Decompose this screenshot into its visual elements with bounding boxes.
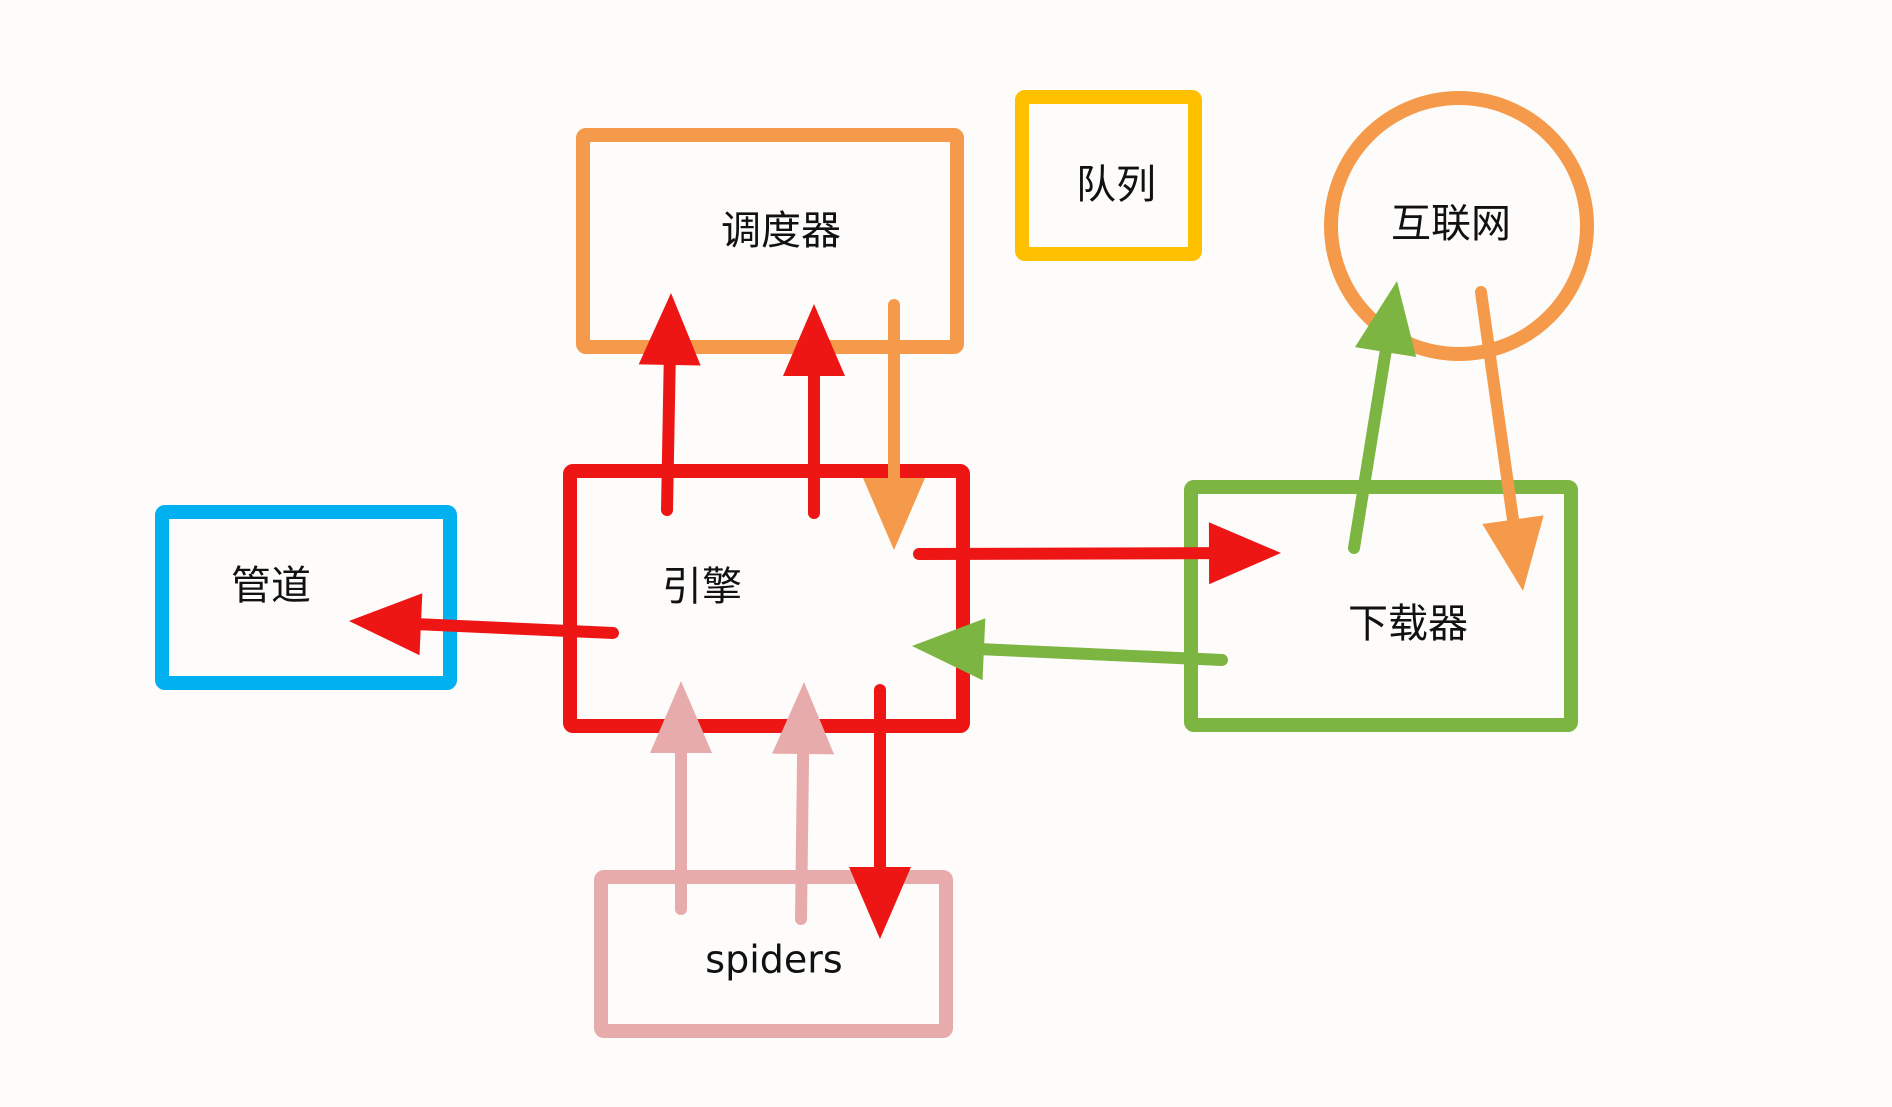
arrowhead bbox=[912, 618, 986, 681]
arrowhead bbox=[349, 593, 423, 656]
arrow-engine-to-scheduler-2 bbox=[783, 304, 845, 519]
arrow-downloader-to-internet bbox=[1348, 281, 1417, 554]
arrow-engine-to-downloader bbox=[913, 522, 1281, 585]
spiders-label: spiders bbox=[705, 938, 842, 982]
nodes-layer bbox=[155, 90, 1594, 1038]
arrowhead bbox=[863, 478, 925, 550]
arrow-engine-to-pipeline bbox=[349, 593, 619, 656]
arrowhead bbox=[1354, 281, 1417, 358]
arrowhead bbox=[783, 304, 845, 376]
downloader-label: 下载器 bbox=[1348, 601, 1468, 647]
arrow-shaft bbox=[661, 352, 676, 516]
engine-box bbox=[563, 464, 970, 733]
arrow-scheduler-to-engine bbox=[863, 299, 925, 550]
pipeline-label: 管道 bbox=[231, 563, 311, 609]
internet-circle bbox=[1324, 91, 1594, 361]
downloader-box bbox=[1184, 480, 1578, 732]
arrow-spiders-to-engine-1 bbox=[650, 681, 712, 915]
arrow-shaft bbox=[408, 617, 619, 639]
arrow-engine-to-scheduler-1 bbox=[638, 293, 701, 516]
arrow-shaft bbox=[795, 741, 810, 925]
arrowhead bbox=[849, 867, 911, 939]
arrow-shaft bbox=[1475, 286, 1520, 532]
arrowhead bbox=[650, 681, 712, 753]
arrowhead bbox=[1208, 522, 1281, 585]
labels-layer: 调度器 队列 互联网 管道 引擎 下载器 spiders bbox=[231, 162, 1511, 982]
arrowhead bbox=[1482, 515, 1544, 591]
arrow-shaft bbox=[913, 547, 1222, 560]
spiders-box bbox=[594, 870, 953, 1038]
arrow-internet-to-downloader bbox=[1475, 286, 1544, 591]
engine-label: 引擎 bbox=[662, 564, 742, 610]
arrow-shaft bbox=[971, 642, 1228, 666]
arrow-downloader-to-engine bbox=[912, 618, 1228, 681]
scheduler-box bbox=[576, 128, 964, 354]
internet-label: 互联网 bbox=[1391, 201, 1511, 247]
queue-box bbox=[1015, 90, 1202, 261]
arrow-spiders-to-engine-2 bbox=[772, 682, 835, 925]
arrows-layer bbox=[349, 281, 1544, 939]
pipeline-box bbox=[155, 505, 457, 690]
queue-label: 队列 bbox=[1076, 162, 1156, 208]
scheduler-label: 调度器 bbox=[721, 208, 841, 254]
arrow-engine-to-spiders bbox=[849, 684, 911, 939]
arrow-shaft bbox=[1348, 340, 1393, 554]
arrowhead bbox=[638, 293, 701, 366]
arrowhead bbox=[772, 682, 835, 755]
